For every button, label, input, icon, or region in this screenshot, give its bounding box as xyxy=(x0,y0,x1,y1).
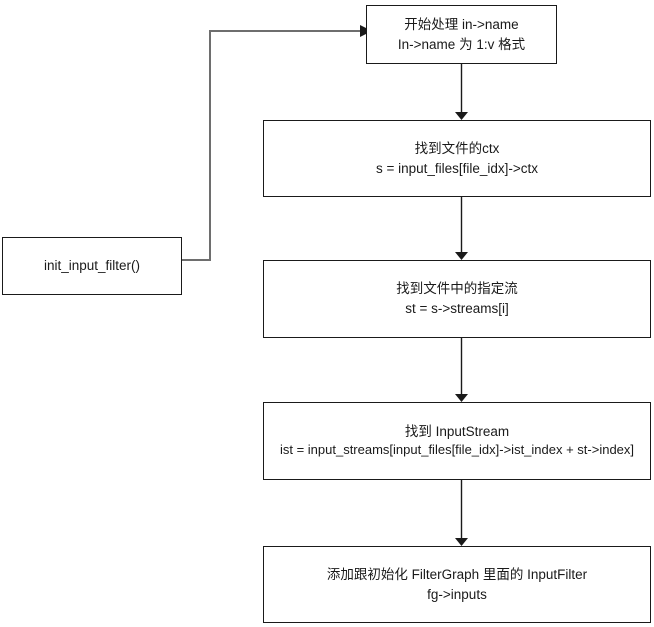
node-find-input-stream-line2: ist = input_streams[input_files[file_idx… xyxy=(279,442,635,458)
node-init-input-filter-label: init_input_filter() xyxy=(43,258,141,274)
node-find-specified-stream[interactable]: 找到文件中的指定流 st = s->streams[i] xyxy=(263,260,651,338)
node-add-init-filtergraph-inputfilter-line1: 添加跟初始化 FilterGraph 里面的 InputFilter xyxy=(326,566,588,582)
node-init-input-filter[interactable]: init_input_filter() xyxy=(2,237,182,295)
node-find-input-stream-line1: 找到 InputStream xyxy=(404,423,510,439)
edge-stream-to-ist xyxy=(455,338,468,402)
node-find-file-ctx[interactable]: 找到文件的ctx s = input_files[file_idx]->ctx xyxy=(263,120,651,197)
node-start-processing-line1: 开始处理 in->name xyxy=(404,16,519,32)
node-add-init-filtergraph-inputfilter[interactable]: 添加跟初始化 FilterGraph 里面的 InputFilter fg->i… xyxy=(263,546,651,623)
node-start-processing[interactable]: 开始处理 in->name In->name 为 1:v 格式 xyxy=(366,5,557,64)
edge-start-to-ctx xyxy=(455,64,468,120)
node-find-input-stream[interactable]: 找到 InputStream ist = input_streams[input… xyxy=(263,402,651,480)
node-find-file-ctx-line2: s = input_files[file_idx]->ctx xyxy=(375,160,539,176)
node-find-file-ctx-line1: 找到文件的ctx xyxy=(414,140,500,156)
edge-ctx-to-stream xyxy=(455,197,468,260)
node-add-init-filtergraph-inputfilter-line2: fg->inputs xyxy=(427,586,487,602)
node-find-specified-stream-line2: st = s->streams[i] xyxy=(405,301,509,316)
edge-ist-to-fg xyxy=(455,480,468,546)
node-start-processing-line2: In->name 为 1:v 格式 xyxy=(397,36,526,52)
node-find-specified-stream-line1: 找到文件中的指定流 xyxy=(396,281,518,297)
